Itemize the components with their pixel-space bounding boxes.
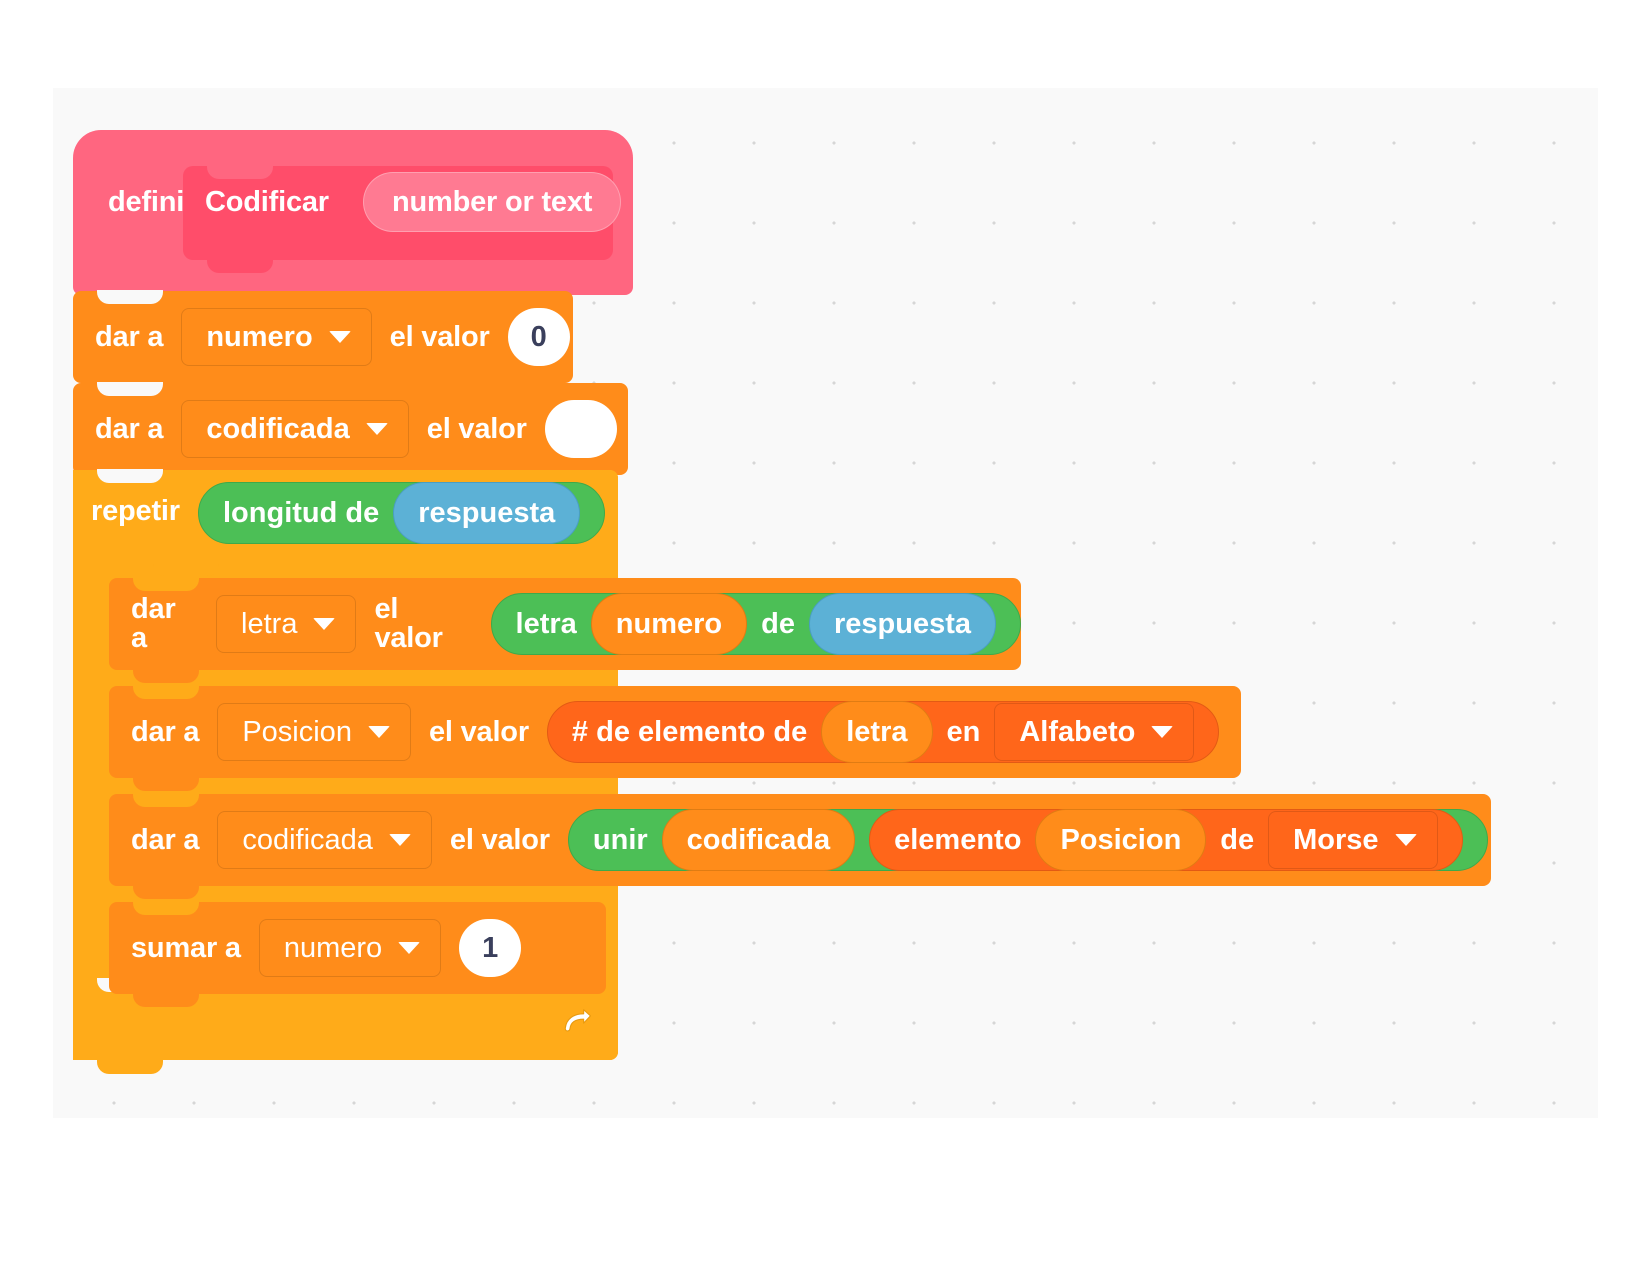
item-number-of-label: # de elemento de [571,715,808,748]
chevron-down-icon [367,726,390,738]
block-bottom-tab [133,993,199,1007]
set-keyword-label: dar a [131,823,200,856]
chevron-down-icon [1151,726,1174,738]
set-variable-codificada-join-block[interactable]: dar a codificada el valor unir codificad… [109,793,1491,899]
variable-dropdown-codificada[interactable]: codificada [217,811,432,869]
list-dropdown-alfabeto[interactable]: Alfabeto [994,703,1195,761]
letter-of-connector-label: de [761,607,795,640]
answer-reporter-block[interactable]: respuesta [808,593,996,655]
block-top-notch [133,901,199,915]
block-top-notch [133,793,199,807]
set-keyword-label: dar a [95,412,164,445]
item-of-label: elemento [894,823,1022,856]
variable-reporter-numero[interactable]: numero [590,593,748,655]
block-bottom-tab [133,885,199,899]
value-input-numero[interactable]: 0 [507,308,570,366]
set-variable-posicion-block[interactable]: dar a Posicion el valor # de elemento de… [109,685,1241,791]
block-bottom-tab [133,669,199,683]
join-operator-block[interactable]: unir codificada elemento Posicion de Mor… [567,809,1488,871]
value-input-change-amount[interactable]: 1 [459,919,522,977]
el-valor-label: el valor [449,823,550,856]
block-top-notch [133,685,199,699]
chevron-down-icon [398,942,421,954]
variable-dropdown-label: codificada [242,823,373,856]
repeat-header[interactable]: repetir longitud de respuesta [73,469,618,562]
prototype-top-notch [207,165,273,179]
variable-reporter-letra[interactable]: letra [821,701,933,763]
set-variable-codificada-block[interactable]: dar a codificada el valor [73,382,628,488]
value-input-codificada-empty[interactable] [544,400,617,458]
variable-dropdown-label: numero [206,320,313,353]
variable-dropdown-label: Posicion [242,715,352,748]
change-variable-numero-block[interactable]: sumar a numero 1 [109,901,606,1007]
variable-dropdown-label: letra [241,607,298,640]
variable-dropdown-posicion[interactable]: Posicion [217,703,411,761]
repeat-keyword-label: repetir [91,495,180,527]
set-keyword-label: dar a [131,715,200,748]
block-top-notch [97,382,163,396]
prototype-bottom-tab [207,259,273,273]
change-keyword-label: sumar a [131,931,241,964]
block-top-notch [133,577,199,591]
variable-dropdown-label: codificada [206,412,350,445]
length-of-label: longitud de [223,496,380,529]
block-top-notch [97,290,163,304]
repeat-bottom-tab [97,1060,163,1074]
list-dropdown-label: Alfabeto [1019,715,1136,748]
set-variable-letra-block[interactable]: dar a letra el valor letra numero de res… [109,577,1021,683]
chevron-down-icon [388,834,411,846]
variable-dropdown-letra[interactable]: letra [216,595,357,653]
item-number-of-list-block[interactable]: # de elemento de letra en Alfabeto [546,701,1220,763]
set-variable-numero-block[interactable]: dar a numero el valor 0 [73,290,573,396]
block-workspace-canvas[interactable]: definir Codificar number or text dar a n… [53,88,1598,1118]
repeat-inner-notch [153,562,219,576]
variable-dropdown-numero[interactable]: numero [181,308,372,366]
chevron-down-icon [313,618,336,630]
loop-arrow-icon [564,1009,592,1032]
variable-dropdown-numero[interactable]: numero [258,919,442,977]
el-valor-label: el valor [374,593,443,654]
variable-dropdown-codificada[interactable]: codificada [181,400,409,458]
item-number-connector-label: en [946,715,981,748]
procedure-argument-reporter[interactable]: number or text [363,172,622,232]
chevron-down-icon [328,331,351,343]
item-of-list-block[interactable]: elemento Posicion de Morse [869,809,1463,871]
item-of-connector-label: de [1220,823,1255,856]
el-valor-label: el valor [428,715,529,748]
el-valor-label: el valor [426,412,527,445]
chevron-down-icon [365,423,388,435]
el-valor-label: el valor [389,320,490,353]
chevron-down-icon [1394,834,1417,846]
block-bottom-tab [133,777,199,791]
set-keyword-label: dar a [95,320,164,353]
procedure-name-label: Codificar [205,186,329,218]
answer-reporter-block[interactable]: respuesta [393,482,581,544]
repeat-top-notch [97,469,163,483]
letter-of-operator-block[interactable]: letra numero de respuesta [490,593,1021,655]
variable-dropdown-label: numero [283,931,383,964]
list-dropdown-label: Morse [1293,823,1379,856]
list-dropdown-morse[interactable]: Morse [1268,811,1438,869]
define-keyword-label: definir [108,186,196,218]
join-label: unir [592,823,648,856]
define-hat-block[interactable]: definir Codificar number or text [73,130,633,308]
letter-of-label: letra [515,607,577,640]
variable-reporter-codificada[interactable]: codificada [661,809,856,871]
variable-reporter-posicion[interactable]: Posicion [1035,809,1207,871]
set-keyword-label: dar a [131,593,176,654]
length-of-operator-block[interactable]: longitud de respuesta [198,482,606,544]
